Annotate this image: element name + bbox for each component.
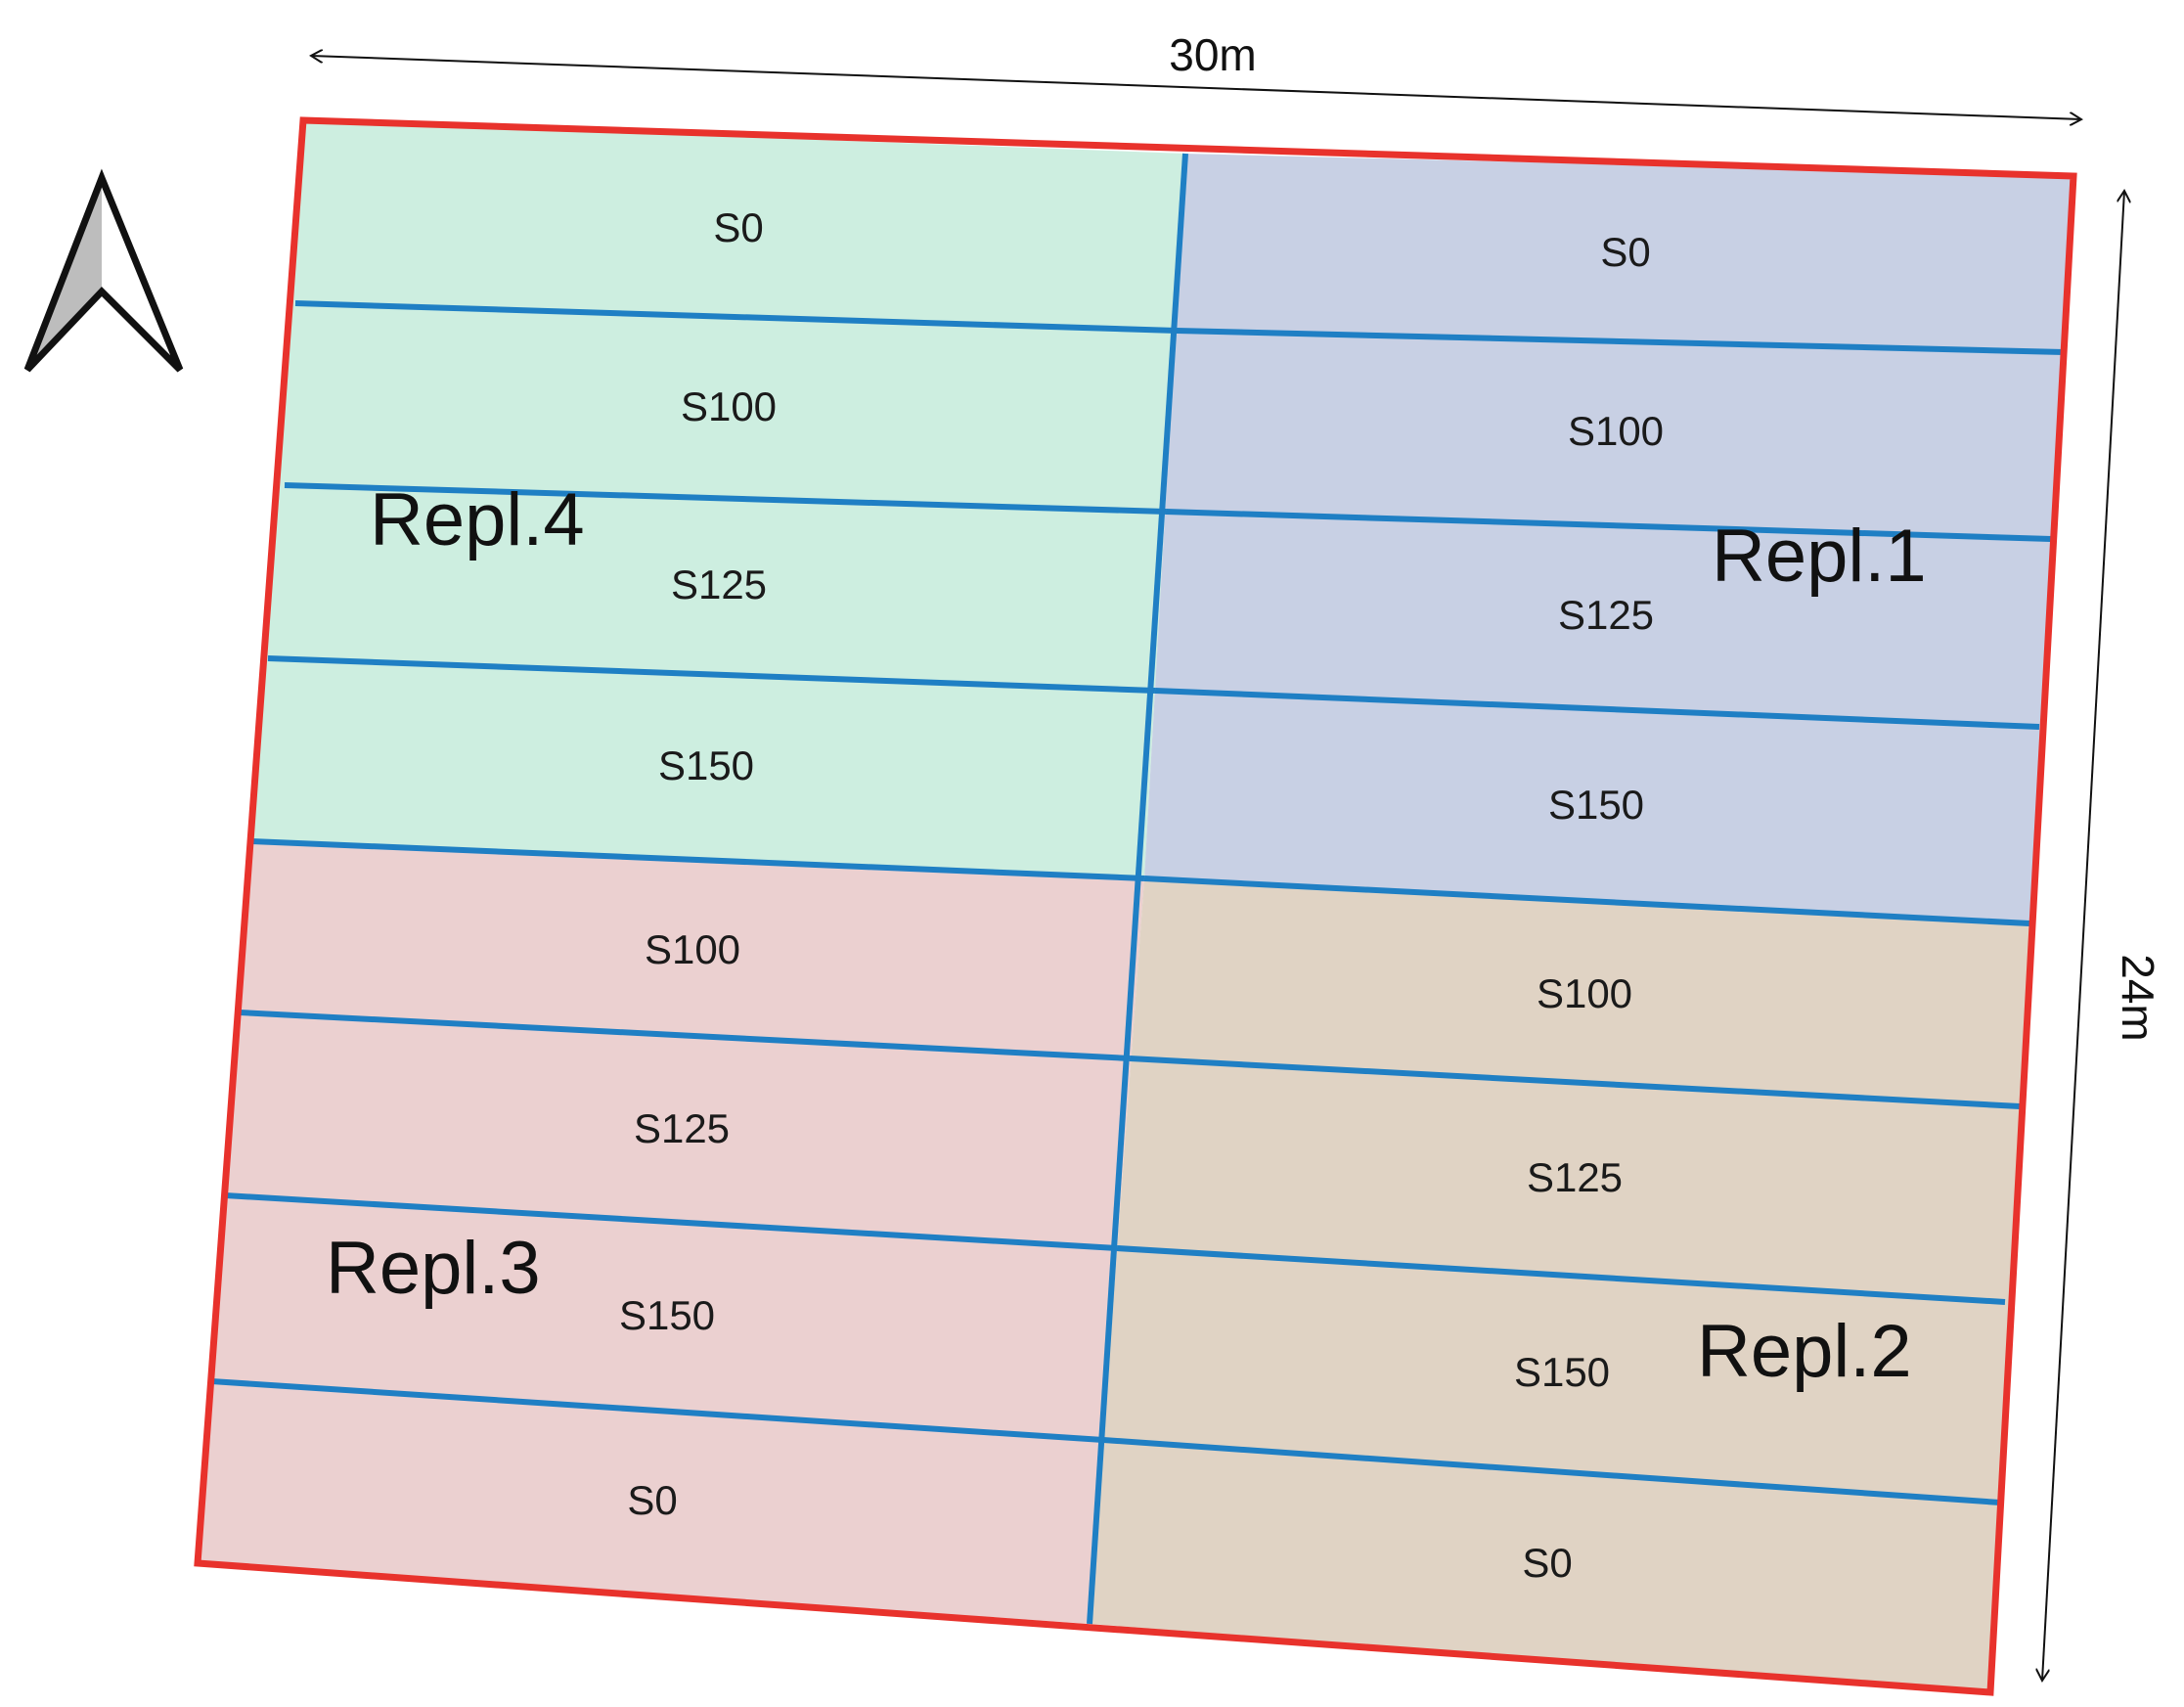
height-dimension-arrow bbox=[2042, 191, 2124, 1681]
repl4-label: Repl.4 bbox=[370, 478, 585, 562]
plot-label: S100 bbox=[645, 926, 740, 972]
divider-line bbox=[267, 655, 1156, 694]
divider-line bbox=[294, 300, 1178, 334]
plot-label: S0 bbox=[1522, 1540, 1572, 1586]
plot-label: S125 bbox=[1558, 592, 1654, 638]
divider-line bbox=[284, 482, 1167, 515]
repl2-plot-labels: S100 S125 S150 S0 bbox=[1514, 970, 1632, 1586]
plot-label: S150 bbox=[1514, 1349, 1610, 1395]
plot-label: S0 bbox=[713, 204, 763, 250]
divider-line bbox=[1102, 1437, 2001, 1505]
divider-line bbox=[1143, 876, 2030, 926]
plot-label: S100 bbox=[681, 383, 777, 429]
repl1-plot-labels: S0 S100 S125 S150 bbox=[1548, 229, 1664, 828]
divider-line bbox=[1129, 1056, 2021, 1109]
divider-line bbox=[1165, 509, 2052, 542]
width-dimension-arrow bbox=[311, 56, 2081, 119]
height-dimension-label: 24m bbox=[2113, 954, 2163, 1041]
plot-label: S0 bbox=[1600, 229, 1650, 275]
repl3-label: Repl.3 bbox=[326, 1227, 541, 1310]
plot-label: S125 bbox=[1527, 1154, 1623, 1200]
plot-label: S100 bbox=[1537, 970, 1632, 1016]
plot-label: S150 bbox=[1548, 782, 1644, 828]
plot-label: S100 bbox=[1568, 408, 1664, 454]
divider-line bbox=[224, 1192, 1118, 1251]
plot-label: S0 bbox=[627, 1477, 677, 1523]
repl2-label: Repl.2 bbox=[1697, 1310, 1912, 1393]
plot-label: S125 bbox=[634, 1105, 730, 1151]
plot-label: S125 bbox=[671, 562, 767, 607]
divider-line bbox=[210, 1378, 1104, 1443]
divider-line bbox=[1176, 328, 2065, 355]
width-dimension-label: 30m bbox=[1169, 29, 1256, 80]
repl3-plot-labels: S100 S125 S150 S0 bbox=[619, 926, 740, 1523]
divider-line bbox=[1154, 688, 2040, 730]
divider-line bbox=[239, 1010, 1131, 1061]
divider-line bbox=[250, 838, 1145, 881]
repl4-plot-labels: S0 S100 S125 S150 bbox=[658, 204, 777, 788]
divider-line bbox=[1116, 1245, 2006, 1305]
north-arrow-icon bbox=[23, 168, 184, 373]
repl1-label: Repl.1 bbox=[1712, 515, 1927, 598]
plot-label: S150 bbox=[658, 742, 754, 788]
field-border bbox=[194, 116, 2077, 1696]
center-divider-line bbox=[1087, 153, 1188, 1625]
plot-dividers bbox=[210, 153, 2065, 1625]
plot-label: S150 bbox=[619, 1292, 715, 1338]
